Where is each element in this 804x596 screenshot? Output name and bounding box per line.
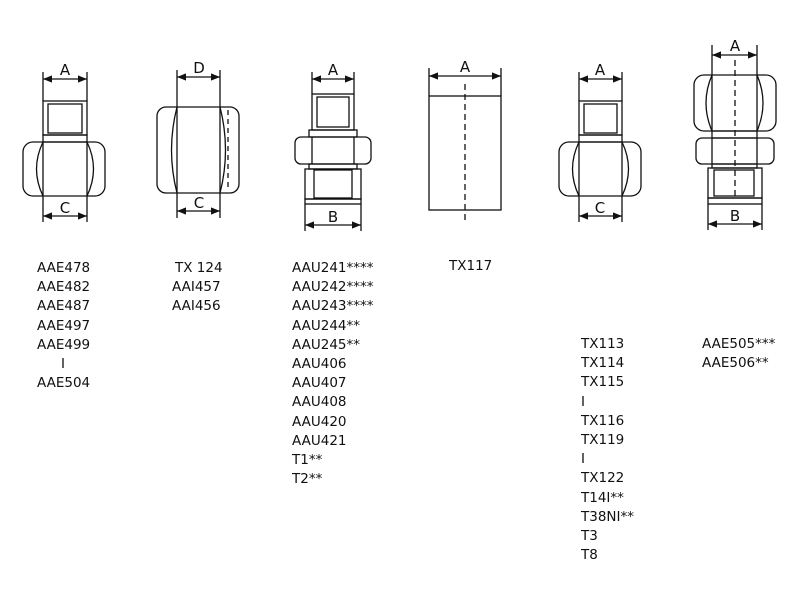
- dim-label-4-top: A: [460, 58, 471, 76]
- fitting-6-drawing: [693, 45, 777, 230]
- part-number: AAE478: [37, 260, 91, 276]
- part-number: AAI457: [172, 279, 221, 296]
- part-list-2: TX 124 AAI457 AAI456: [172, 259, 223, 317]
- part-number: T8: [581, 547, 598, 564]
- part-number: AAU406: [292, 356, 347, 373]
- part-number: AAU244**: [292, 317, 360, 334]
- dim-label-2-top: D: [193, 59, 205, 77]
- part-number: T14I**: [581, 489, 624, 506]
- part-number: I: [581, 451, 585, 468]
- part-number: TX122: [581, 470, 625, 487]
- dim-label-3-bottom: B: [328, 208, 338, 226]
- part-number: TX 124: [175, 260, 223, 276]
- dim-label-1-top: A: [60, 61, 71, 79]
- fitting-5-drawing: [558, 72, 642, 222]
- part-number: AAU241****: [292, 260, 374, 276]
- part-number: TX113: [581, 336, 625, 352]
- dim-label-6-bottom: B: [730, 207, 740, 225]
- part-list-5: TX113 TX114 TX115 I TX116 TX119 I TX122 …: [581, 335, 634, 565]
- part-number: I: [61, 356, 65, 373]
- part-number: AAE487: [37, 298, 91, 315]
- part-number: AAE505***: [702, 336, 776, 352]
- part-number: AAE499: [37, 336, 91, 353]
- part-number: T1**: [292, 452, 323, 469]
- part-number: TX114: [581, 355, 625, 372]
- dim-label-5-bottom: C: [595, 199, 605, 217]
- part-list-6: AAE505*** AAE506**: [702, 335, 775, 373]
- part-list-4: TX117: [449, 257, 492, 276]
- part-number: AAU421: [292, 432, 347, 449]
- part-number: TX116: [581, 412, 625, 429]
- fitting-3-drawing: [294, 72, 372, 231]
- part-number: AAU408: [292, 394, 347, 411]
- part-number: AAU243****: [292, 298, 374, 315]
- part-list-3: AAU241**** AAU242**** AAU243**** AAU244*…: [292, 259, 374, 489]
- part-number: AAU242****: [292, 279, 374, 296]
- dim-label-5-top: A: [595, 61, 606, 79]
- part-list-1: AAE478 AAE482 AAE487 AAE497 AAE499 I AAE…: [37, 259, 90, 393]
- part-number: T38NI**: [581, 508, 635, 525]
- part-number: AAU245**: [292, 336, 360, 353]
- part-number: AAU407: [292, 375, 347, 392]
- part-number: AAE482: [37, 279, 91, 296]
- part-number: AAE504: [37, 375, 91, 392]
- dim-label-1-bottom: C: [60, 199, 70, 217]
- fitting-4-drawing: [428, 68, 502, 220]
- fitting-2-drawing: [156, 70, 240, 218]
- part-number: T2**: [292, 471, 323, 488]
- dim-label-6-top: A: [730, 37, 741, 55]
- part-number: TX119: [581, 432, 625, 449]
- part-number: T3: [581, 528, 598, 545]
- part-number: TX115: [581, 374, 625, 391]
- dim-label-2-bottom: C: [194, 194, 204, 212]
- part-number: AAE497: [37, 317, 91, 334]
- dim-label-3-top: A: [328, 61, 339, 79]
- fitting-1-drawing: [22, 72, 106, 222]
- part-number: AAE506**: [702, 355, 769, 372]
- part-number: AAI456: [172, 298, 221, 315]
- part-number: I: [581, 393, 585, 410]
- part-number: TX117: [449, 258, 493, 274]
- part-number: AAU420: [292, 413, 347, 430]
